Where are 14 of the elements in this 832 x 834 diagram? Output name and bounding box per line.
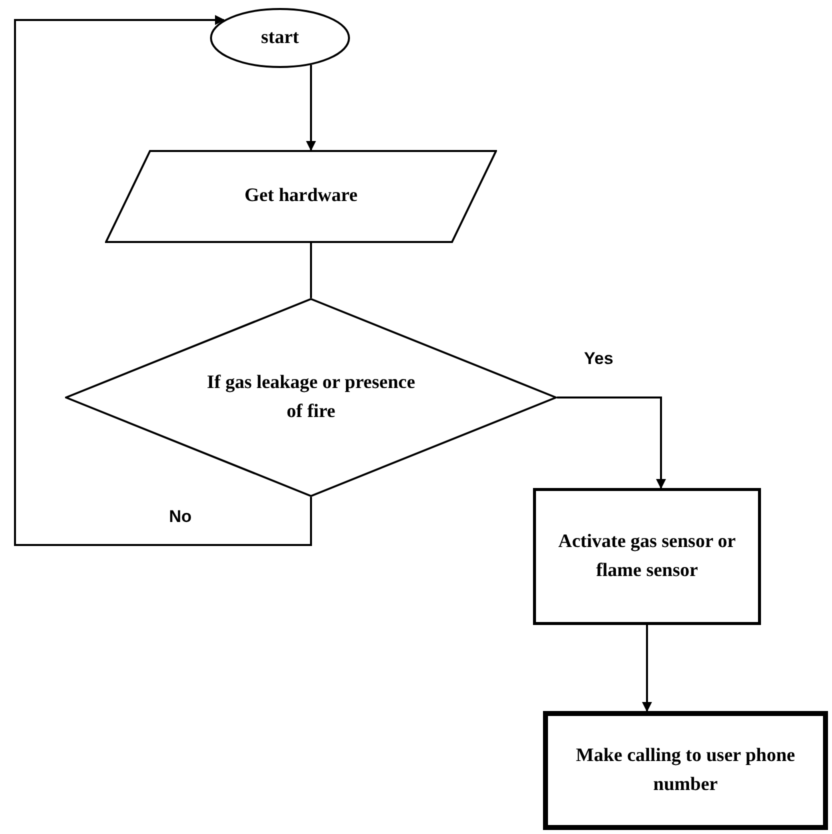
arrow bbox=[14, 15, 312, 546]
arrow bbox=[306, 64, 316, 151]
node-text: start bbox=[260, 26, 300, 50]
node-text: Make calling to user phone number bbox=[574, 744, 796, 796]
decision-diamond bbox=[65, 298, 557, 497]
arrow bbox=[642, 625, 652, 712]
node-text: Activate gas sensor or flame sensor bbox=[557, 530, 737, 582]
input-parallelogram bbox=[105, 150, 497, 243]
arrow bbox=[557, 396, 666, 489]
terminal-ellipse bbox=[210, 8, 350, 68]
node-text: Get hardware bbox=[243, 184, 359, 208]
process-box bbox=[533, 488, 761, 625]
node-text: If gas leakage or presence of fire bbox=[206, 371, 416, 424]
process-box bbox=[543, 711, 828, 830]
